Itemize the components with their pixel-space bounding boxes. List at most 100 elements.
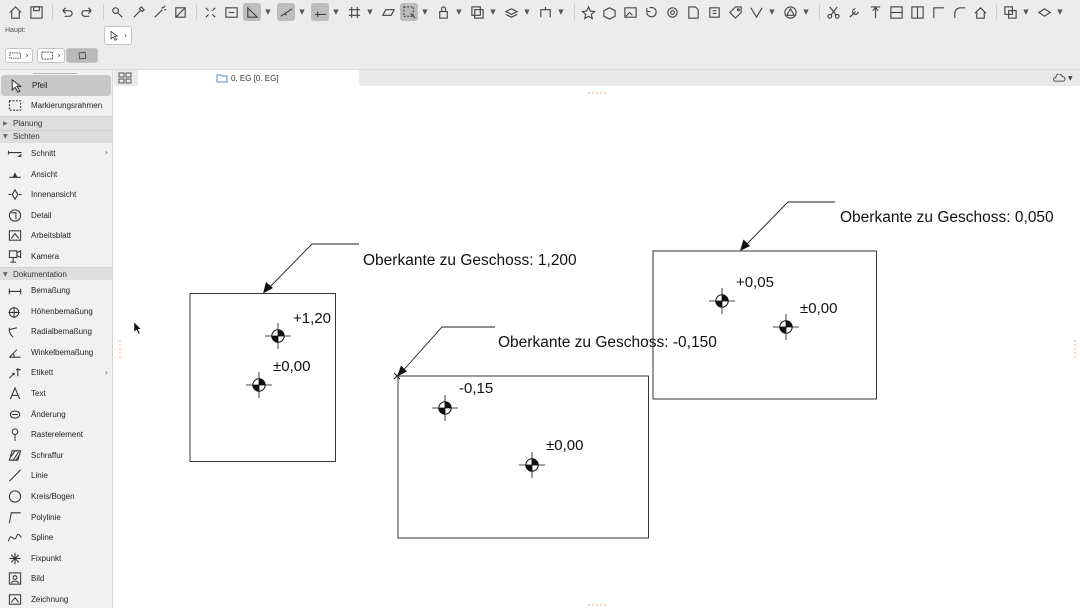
elevation-label[interactable]: Oberkante zu Geschoss: 1,200 [363, 252, 577, 269]
extend-icon[interactable] [866, 3, 884, 21]
plane-icon[interactable] [379, 3, 397, 21]
star-icon[interactable] [579, 3, 597, 21]
sidebar-item-aenderung[interactable]: Änderung [0, 404, 112, 425]
fillet-icon[interactable] [950, 3, 968, 21]
sidebar-item-detail[interactable]: Detail [0, 205, 112, 226]
slab-rectangle[interactable] [189, 293, 336, 462]
chevron-down-icon[interactable]: ▼ [456, 8, 462, 16]
sidebar-item-fixpunkt[interactable]: Fixpunkt [0, 548, 112, 569]
slab-rectangle[interactable] [652, 250, 877, 400]
eyedropper-icon[interactable] [129, 3, 147, 21]
marquee-mode-button[interactable]: › [37, 48, 65, 63]
magic-wand-icon[interactable] [150, 3, 168, 21]
sidebar-item-winkelbemassung[interactable]: Winkelbemaßung [0, 342, 112, 363]
snap-guide-icon[interactable] [277, 3, 295, 21]
chevron-down-icon[interactable]: ▼ [803, 8, 809, 16]
chevron-down-icon[interactable]: ▼ [333, 8, 339, 16]
sidebar-item-bemassung[interactable]: Bemaßung [0, 280, 112, 301]
roof-icon[interactable] [971, 3, 989, 21]
chevron-down-icon[interactable]: ▼ [265, 8, 271, 16]
level-marker-icon[interactable] [245, 371, 273, 399]
drawing-canvas[interactable]: Oberkante zu Geschoss: 1,200 +1,20 ±0,00… [114, 86, 1080, 608]
level-marker-icon[interactable] [518, 451, 546, 479]
document-icon[interactable] [684, 3, 702, 21]
sidebar-item-radialbemassung[interactable]: Radialbemaßung [0, 321, 112, 342]
chevron-down-icon[interactable]: ▼ [1023, 8, 1029, 16]
slab-rectangle[interactable] [397, 375, 649, 539]
layers-icon[interactable] [502, 3, 520, 21]
sidebar-item-arbeitsblatt[interactable]: Arbeitsblatt [0, 226, 112, 247]
sidebar-item-ansicht[interactable]: Ansicht [0, 164, 112, 185]
sidebar-item-bild[interactable]: Bild [0, 569, 112, 590]
lock-icon[interactable] [434, 3, 452, 21]
arrow-tool-button[interactable]: › [104, 26, 132, 45]
sidebar-item-rasterelement[interactable]: Rasterelement [0, 424, 112, 445]
redo-icon[interactable] [78, 3, 96, 21]
wrench-icon[interactable] [845, 3, 863, 21]
sidebar-item-schraffur[interactable]: Schraffur [0, 445, 112, 466]
chevron-down-icon[interactable]: ▼ [422, 8, 428, 16]
publish-icon[interactable] [705, 3, 723, 21]
camera-view-icon[interactable] [663, 3, 681, 21]
level-marker-icon[interactable] [708, 287, 736, 315]
selection-icon[interactable] [400, 3, 418, 21]
chevron-down-icon[interactable]: ▼ [769, 8, 775, 16]
tag-icon[interactable] [726, 3, 744, 21]
sidebar-item-kamera[interactable]: Kamera [0, 246, 112, 267]
sidebar-item-hoehenbemassung[interactable]: Höhenbemaßung [0, 301, 112, 322]
home-icon[interactable] [6, 3, 24, 21]
chevron-down-icon[interactable]: ▼ [1057, 8, 1063, 16]
sidebar-item-schnitt[interactable]: Schnitt › [0, 143, 112, 164]
chevron-down-icon[interactable]: ▼ [367, 8, 373, 16]
scale-icon[interactable] [222, 3, 240, 21]
floor-plan-drawing[interactable]: Oberkante zu Geschoss: 1,200 +1,20 ±0,00… [114, 86, 1080, 608]
save-icon[interactable] [27, 3, 45, 21]
sidebar-item-spline[interactable]: Spline [0, 527, 112, 548]
sidebar-item-pfeil[interactable]: Pfeil [1, 75, 111, 96]
undo-icon[interactable] [57, 3, 75, 21]
transform-icon[interactable] [171, 3, 189, 21]
arrange-icon[interactable] [1001, 3, 1019, 21]
vectorize-icon[interactable] [747, 3, 765, 21]
group-dokumentation[interactable]: ▼ Dokumentation [0, 266, 112, 281]
level-marker-icon[interactable] [772, 313, 800, 341]
sidebar-item-zeichnung[interactable]: Zeichnung [0, 589, 112, 608]
chevron-down-icon[interactable]: ▼ [490, 8, 496, 16]
structure-icon[interactable] [536, 3, 554, 21]
sidebar-item-polylinie[interactable]: Polylinie [0, 507, 112, 528]
chevron-down-icon[interactable]: ▼ [299, 8, 305, 16]
intersect-icon[interactable] [887, 3, 905, 21]
sidebar-item-linie[interactable]: Linie [0, 466, 112, 487]
elevation-label[interactable]: Oberkante zu Geschoss: -0,150 [498, 334, 717, 351]
layer-combination-button[interactable]: ▼ [1053, 72, 1077, 84]
guide-line-icon[interactable] [243, 3, 261, 21]
sidebar-item-markierungsrahmen[interactable]: Markierungsrahmen [0, 96, 112, 117]
triangle-icon[interactable] [781, 3, 799, 21]
chevron-down-icon[interactable]: ▼ [524, 8, 530, 16]
tab-floor-plan[interactable]: 0. EG [0. EG] [138, 70, 359, 86]
corner-icon[interactable] [929, 3, 947, 21]
sidebar-item-innenansicht[interactable]: Innenansicht [0, 184, 112, 205]
sidebar-item-text[interactable]: Text [0, 383, 112, 404]
group-icon[interactable] [468, 3, 486, 21]
selection-mode-button[interactable]: › [5, 48, 33, 63]
rotated-marquee-button[interactable] [66, 48, 98, 63]
3d-view-icon[interactable] [600, 3, 618, 21]
scissors-icon[interactable] [824, 3, 842, 21]
group-sichten[interactable]: ▼ Sichten [0, 129, 112, 144]
tab-overview-icon[interactable] [118, 72, 133, 84]
fit-icon[interactable] [201, 3, 219, 21]
pick-up-icon[interactable] [108, 3, 126, 21]
grid-snap-icon[interactable] [345, 3, 363, 21]
snap-points-icon[interactable] [311, 3, 329, 21]
elevation-label[interactable]: Oberkante zu Geschoss: 0,050 [840, 209, 1054, 226]
level-marker-icon[interactable] [431, 394, 459, 422]
sidebar-item-etikett[interactable]: Etikett › [0, 363, 112, 384]
rotate-icon[interactable] [642, 3, 660, 21]
picture-icon[interactable] [621, 3, 639, 21]
group-planung[interactable]: ▶ Planung [0, 116, 112, 130]
display-order-icon[interactable] [1035, 3, 1053, 21]
split-icon[interactable] [908, 3, 926, 21]
chevron-down-icon[interactable]: ▼ [558, 8, 564, 16]
level-marker-icon[interactable] [264, 322, 292, 350]
